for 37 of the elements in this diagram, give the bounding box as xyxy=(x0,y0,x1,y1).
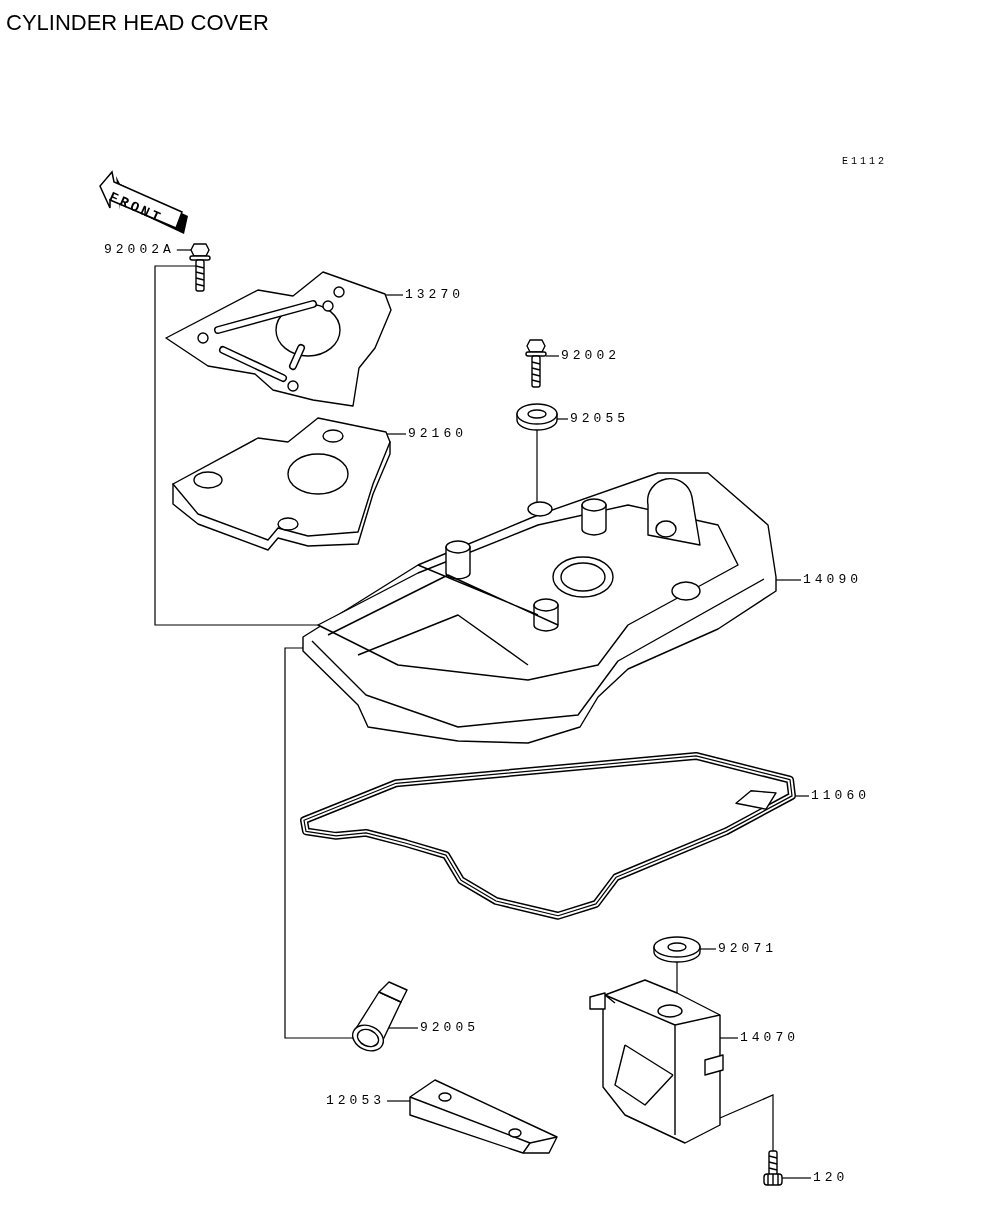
leader-line xyxy=(384,294,404,296)
leader-line xyxy=(699,948,717,950)
part-number: 120 xyxy=(813,1170,849,1186)
washer-drawing xyxy=(652,935,702,963)
part-number: 92071 xyxy=(718,941,777,957)
leader-line xyxy=(781,1177,812,1179)
alignment-line xyxy=(536,429,538,503)
leader-line xyxy=(556,418,569,420)
screw-drawing xyxy=(760,1150,786,1186)
alignment-line xyxy=(154,265,319,626)
part-number: 92055 xyxy=(570,411,629,427)
leader-line xyxy=(795,795,810,797)
part-number: 12053 xyxy=(326,1093,385,1109)
cover-plate-drawing xyxy=(163,268,393,410)
part-number: 92160 xyxy=(408,426,467,442)
leader-line xyxy=(386,433,407,435)
drawing-code: E1112 xyxy=(842,156,887,167)
part-number: 92002 xyxy=(561,348,620,364)
part-number: 92002A xyxy=(104,242,175,258)
alignment-line xyxy=(284,647,354,1039)
diagram-title: CYLINDER HEAD COVER xyxy=(6,10,269,36)
flange-bolt-drawing xyxy=(524,338,548,390)
leader-line xyxy=(719,1037,739,1039)
flange-bolt-drawing xyxy=(188,242,212,292)
part-number: 13270 xyxy=(405,287,464,303)
alignment-line xyxy=(719,1094,774,1152)
leader-line xyxy=(775,579,802,581)
part-number: 92005 xyxy=(420,1020,479,1036)
alignment-line xyxy=(676,961,678,994)
leader-line xyxy=(545,355,560,357)
part-number: 14070 xyxy=(740,1030,799,1046)
leader-line xyxy=(388,1027,419,1029)
washer-drawing xyxy=(515,402,559,432)
leader-line xyxy=(176,249,192,251)
part-number: 11060 xyxy=(811,788,870,804)
leader-line xyxy=(386,1100,411,1102)
part-number: 14090 xyxy=(803,572,862,588)
